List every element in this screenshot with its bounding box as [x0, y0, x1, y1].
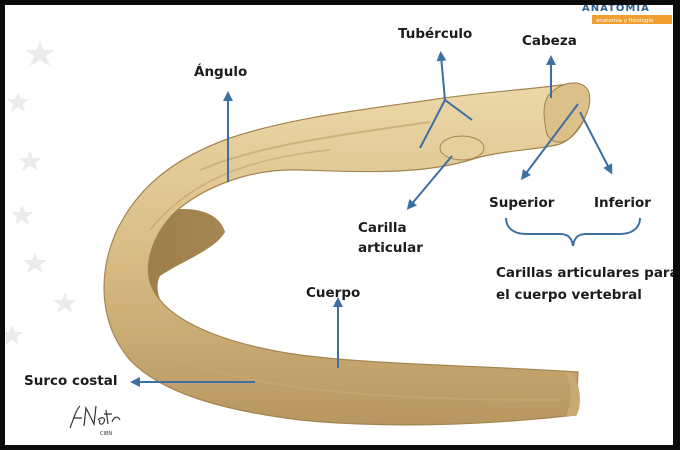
image-frame	[0, 0, 680, 450]
anatomy-figure: Tubérculo Cabeza Ángulo Carilla articula…	[0, 0, 680, 450]
